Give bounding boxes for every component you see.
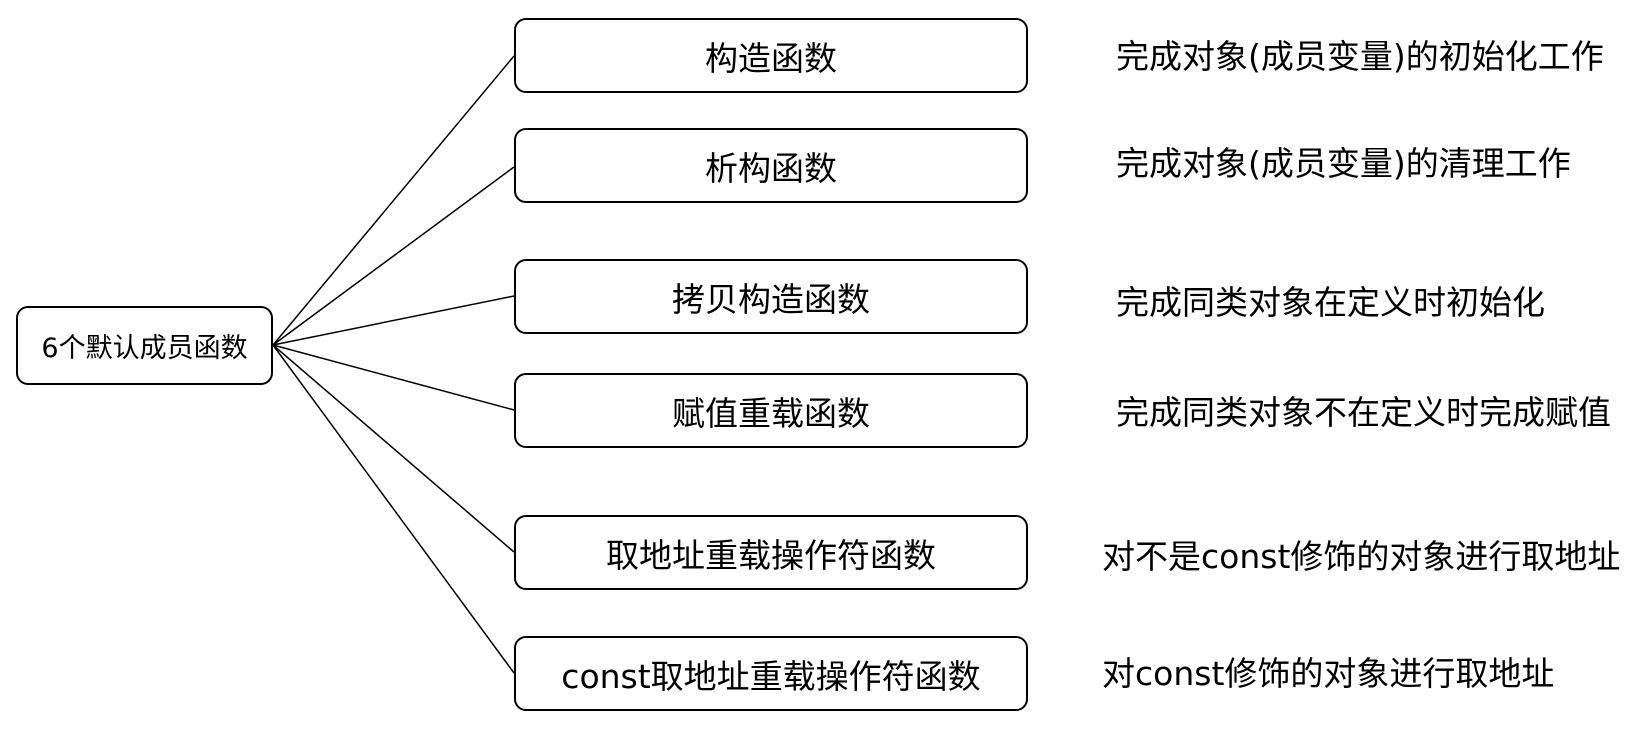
node-copy-constructor: 拷贝构造函数: [514, 259, 1028, 334]
connector-line-2: [272, 166, 515, 346]
node-const-address-of-overload: const取地址重载操作符函数: [514, 636, 1028, 711]
node-label: const取地址重载操作符函数: [561, 656, 981, 696]
node-label: 拷贝构造函数: [672, 279, 870, 319]
node-constructor: 构造函数: [514, 18, 1028, 93]
description-copy-constructor: 完成同类对象在定义时初始化: [1116, 283, 1545, 322]
description-assignment-overload: 完成同类对象不在定义时完成赋值: [1116, 393, 1611, 432]
node-address-of-overload: 取地址重载操作符函数: [514, 515, 1028, 590]
connector-line-3: [272, 295, 515, 346]
node-label: 析构函数: [705, 148, 837, 188]
node-destructor: 析构函数: [514, 128, 1028, 203]
node-assignment-overload: 赋值重载函数: [514, 373, 1028, 448]
connector-line-4: [272, 344, 515, 411]
description-destructor: 完成对象(成员变量)的清理工作: [1116, 144, 1571, 183]
description-const-address-of-overload: 对const修饰的对象进行取地址: [1102, 654, 1555, 693]
node-label: 构造函数: [705, 38, 837, 78]
node-label: 取地址重载操作符函数: [606, 535, 936, 575]
description-constructor: 完成对象(成员变量)的初始化工作: [1116, 37, 1604, 76]
node-label: 赋值重载函数: [672, 393, 870, 433]
root-node: 6个默认成员函数: [16, 306, 273, 385]
connector-line-6: [272, 344, 515, 674]
connector-line-1: [272, 55, 515, 346]
root-node-label: 6个默认成员函数: [41, 333, 248, 364]
description-address-of-overload: 对不是const修饰的对象进行取地址: [1102, 537, 1621, 576]
connector-line-5: [272, 344, 515, 553]
